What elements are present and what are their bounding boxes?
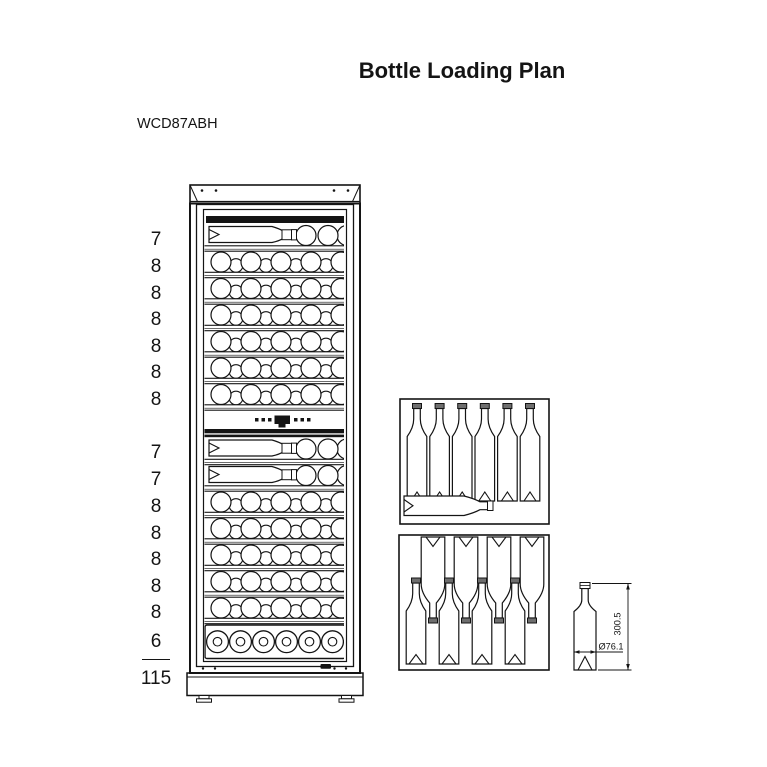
control-button <box>268 418 272 422</box>
upright-bottle-top <box>320 630 344 654</box>
screw-dot <box>201 667 205 670</box>
bottle-top-view <box>474 402 496 502</box>
row-count-label: 8 <box>150 496 162 517</box>
bottle-top-view <box>451 402 473 502</box>
row-count-label: 8 <box>150 602 162 623</box>
diameter-dimension-label: Ø76.1 <box>599 642 624 652</box>
standing-bottles-row <box>204 624 344 660</box>
total-sum-line <box>142 659 170 660</box>
shelf-row-7-bottles <box>204 226 358 252</box>
door-bottom-frame <box>201 664 348 670</box>
control-button <box>261 418 265 422</box>
screw-dot <box>200 189 204 192</box>
shelf-row-8-bottles <box>204 598 352 624</box>
upright-bottle-top <box>205 630 230 654</box>
screw-dot <box>332 189 336 192</box>
shelf-row-8-bottles <box>204 358 352 384</box>
row-count-label: 8 <box>150 362 162 383</box>
row-count-label: 8 <box>150 522 162 544</box>
lying-bottle-top-view <box>403 495 494 517</box>
row-count-label: 6 <box>150 631 162 652</box>
total-bottle-count: 115 <box>140 668 172 689</box>
row-count-label: 8 <box>150 256 162 277</box>
shelf-row-7-bottles <box>204 439 358 465</box>
screw-dot <box>213 667 217 670</box>
plinth-base <box>186 672 364 703</box>
control-button <box>294 418 298 422</box>
page-title: Bottle Loading Plan <box>358 58 566 83</box>
shelf-row-8-bottles <box>204 305 352 331</box>
screw-dot <box>346 189 350 192</box>
upper-zone-shelves <box>204 226 358 411</box>
interior-top-panel <box>206 216 344 223</box>
row-count-label: 8 <box>150 282 162 304</box>
row-count-label: 8 <box>150 549 162 570</box>
row-count-label: 8 <box>150 575 162 597</box>
shelf-row-8-bottles <box>204 492 352 518</box>
cabinet-top-cap <box>189 184 361 205</box>
shelf-row-8-bottles <box>204 545 352 571</box>
bottle-top-view <box>406 402 428 502</box>
bottle-top-view <box>519 402 541 502</box>
upright-bottle-top <box>297 630 322 654</box>
upright-bottle-top <box>228 630 253 654</box>
zone-divider-bar <box>204 434 344 438</box>
shelf-row-8-bottles <box>204 252 352 278</box>
temperature-display <box>274 415 290 424</box>
leveling-foot <box>196 695 212 703</box>
shelf-row-8-bottles <box>204 332 352 358</box>
row-count-label: 8 <box>150 388 162 410</box>
shelf-row-8-bottles <box>204 385 352 411</box>
model-number: WCD87ABH <box>137 116 218 132</box>
display-tab <box>278 424 286 428</box>
row-count-label: 7 <box>150 442 162 463</box>
diameter-dimension: Ø76.1 <box>574 642 624 654</box>
shelf-row-8-bottles <box>204 519 352 545</box>
bottle-top-view <box>497 402 518 502</box>
control-button <box>307 418 311 422</box>
zone-divider-bar <box>204 429 344 434</box>
bottle-top-view <box>429 402 450 502</box>
control-button <box>300 418 304 422</box>
control-button <box>255 418 259 422</box>
upright-bottle-top <box>251 630 276 654</box>
lower-zone-shelves <box>204 439 358 624</box>
upright-bottle-top <box>274 630 299 654</box>
row-count-label: 8 <box>150 309 162 330</box>
row-count-label: 8 <box>150 335 162 357</box>
control-panel <box>204 415 344 438</box>
door-latch <box>320 664 331 669</box>
shelf-row-7-bottles <box>204 466 358 492</box>
screw-dot <box>214 189 218 192</box>
height-dimension: 300.5 <box>592 583 632 671</box>
shelf-layout-8-bottles-top-view <box>398 534 550 671</box>
row-count-label: 7 <box>150 468 162 490</box>
row-count-label: 7 <box>150 229 162 250</box>
wine-cooler-front-view <box>186 184 364 703</box>
shelf-row-8-bottles <box>204 279 352 305</box>
screw-dot <box>344 667 348 670</box>
shelf-layout-7-bottles-top-view <box>399 398 550 525</box>
leveling-foot <box>338 695 355 703</box>
bottle-dimension-drawing: 300.5 Ø76.1 <box>573 582 632 671</box>
height-dimension-label: 300.5 <box>613 613 623 636</box>
shelf-row-8-bottles <box>204 572 352 598</box>
screw-dot <box>333 667 336 670</box>
